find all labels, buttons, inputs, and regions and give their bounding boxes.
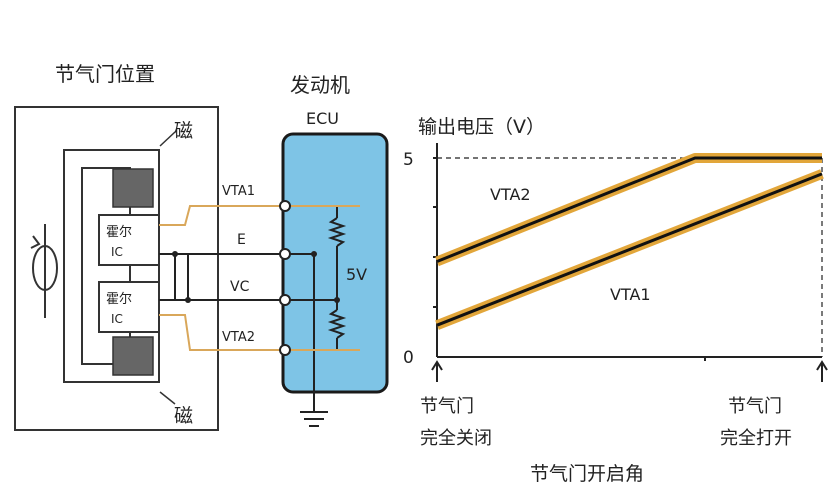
hall-ic-lower-label: 霍尔 bbox=[106, 292, 132, 307]
graph-xlabel: 节气门开启角 bbox=[530, 463, 644, 485]
terminal-e-label: E bbox=[237, 232, 246, 248]
hall-ic-upper-label: 霍尔 bbox=[106, 225, 132, 240]
x-left-marker bbox=[431, 360, 443, 382]
ecu-title: 发动机 bbox=[290, 73, 350, 97]
sensor-housing bbox=[14, 106, 219, 431]
ecu-supply-voltage: 5V bbox=[346, 265, 367, 284]
junction-dot bbox=[334, 297, 340, 303]
x-right-label-line1: 节气门 bbox=[728, 396, 782, 417]
x-right-marker bbox=[816, 360, 828, 382]
pullup-resistor-top bbox=[327, 217, 347, 247]
graph-ytick-5: 5 bbox=[403, 150, 414, 170]
terminal-vta1 bbox=[279, 200, 291, 212]
magnet-bottom-leader bbox=[159, 391, 176, 405]
series-label-vta2: VTA2 bbox=[490, 185, 531, 204]
hall-ic-upper-sub: IC bbox=[111, 245, 123, 259]
terminal-vc bbox=[279, 294, 291, 306]
rotation-arrow-icon bbox=[30, 224, 58, 318]
magnet-bottom-label: 磁 bbox=[174, 405, 193, 427]
junction-dot bbox=[185, 297, 191, 303]
magnet-top bbox=[112, 168, 154, 208]
hall-ic-lower bbox=[98, 281, 160, 333]
x-right-label-line2: 完全打开 bbox=[720, 428, 792, 449]
x-left-label-line1: 节气门 bbox=[420, 396, 474, 417]
graph-series-layer bbox=[435, 153, 824, 330]
hall-ic-upper bbox=[98, 214, 160, 266]
terminal-vta2 bbox=[279, 344, 291, 356]
ecu-box bbox=[281, 132, 389, 394]
pullup-resistor-bottom bbox=[327, 309, 347, 339]
terminal-vta1-label: VTA1 bbox=[222, 184, 255, 199]
sensor-signal-wiring bbox=[159, 205, 283, 351]
ecu-subtitle: ECU bbox=[306, 109, 339, 128]
terminal-e bbox=[279, 248, 291, 260]
terminal-vc-label: VC bbox=[230, 279, 250, 295]
graph-ytick-0: 0 bbox=[403, 348, 414, 368]
x-left-label-line2: 完全关闭 bbox=[420, 428, 492, 449]
terminal-vta2-label: VTA2 bbox=[222, 330, 255, 345]
junction-dot bbox=[172, 251, 178, 257]
magnet-bottom bbox=[112, 336, 154, 376]
sensor-title: 节气门位置 bbox=[55, 62, 155, 86]
magnet-top-leader bbox=[159, 131, 176, 147]
hall-ic-lower-sub: IC bbox=[111, 312, 123, 326]
magnet-top-label: 磁 bbox=[174, 120, 193, 142]
graph-ylabel: 输出电压（V） bbox=[418, 116, 545, 138]
series-vta2-line bbox=[436, 156, 822, 263]
junction-dot bbox=[311, 251, 317, 257]
ecu-signal-wiring bbox=[283, 205, 360, 351]
ground-icon bbox=[300, 400, 328, 427]
ecu-internal-wiring bbox=[283, 206, 338, 400]
series-label-vta1: VTA1 bbox=[610, 285, 651, 304]
sensor-internal-wiring bbox=[159, 253, 283, 301]
series-vta1-line bbox=[436, 172, 823, 327]
